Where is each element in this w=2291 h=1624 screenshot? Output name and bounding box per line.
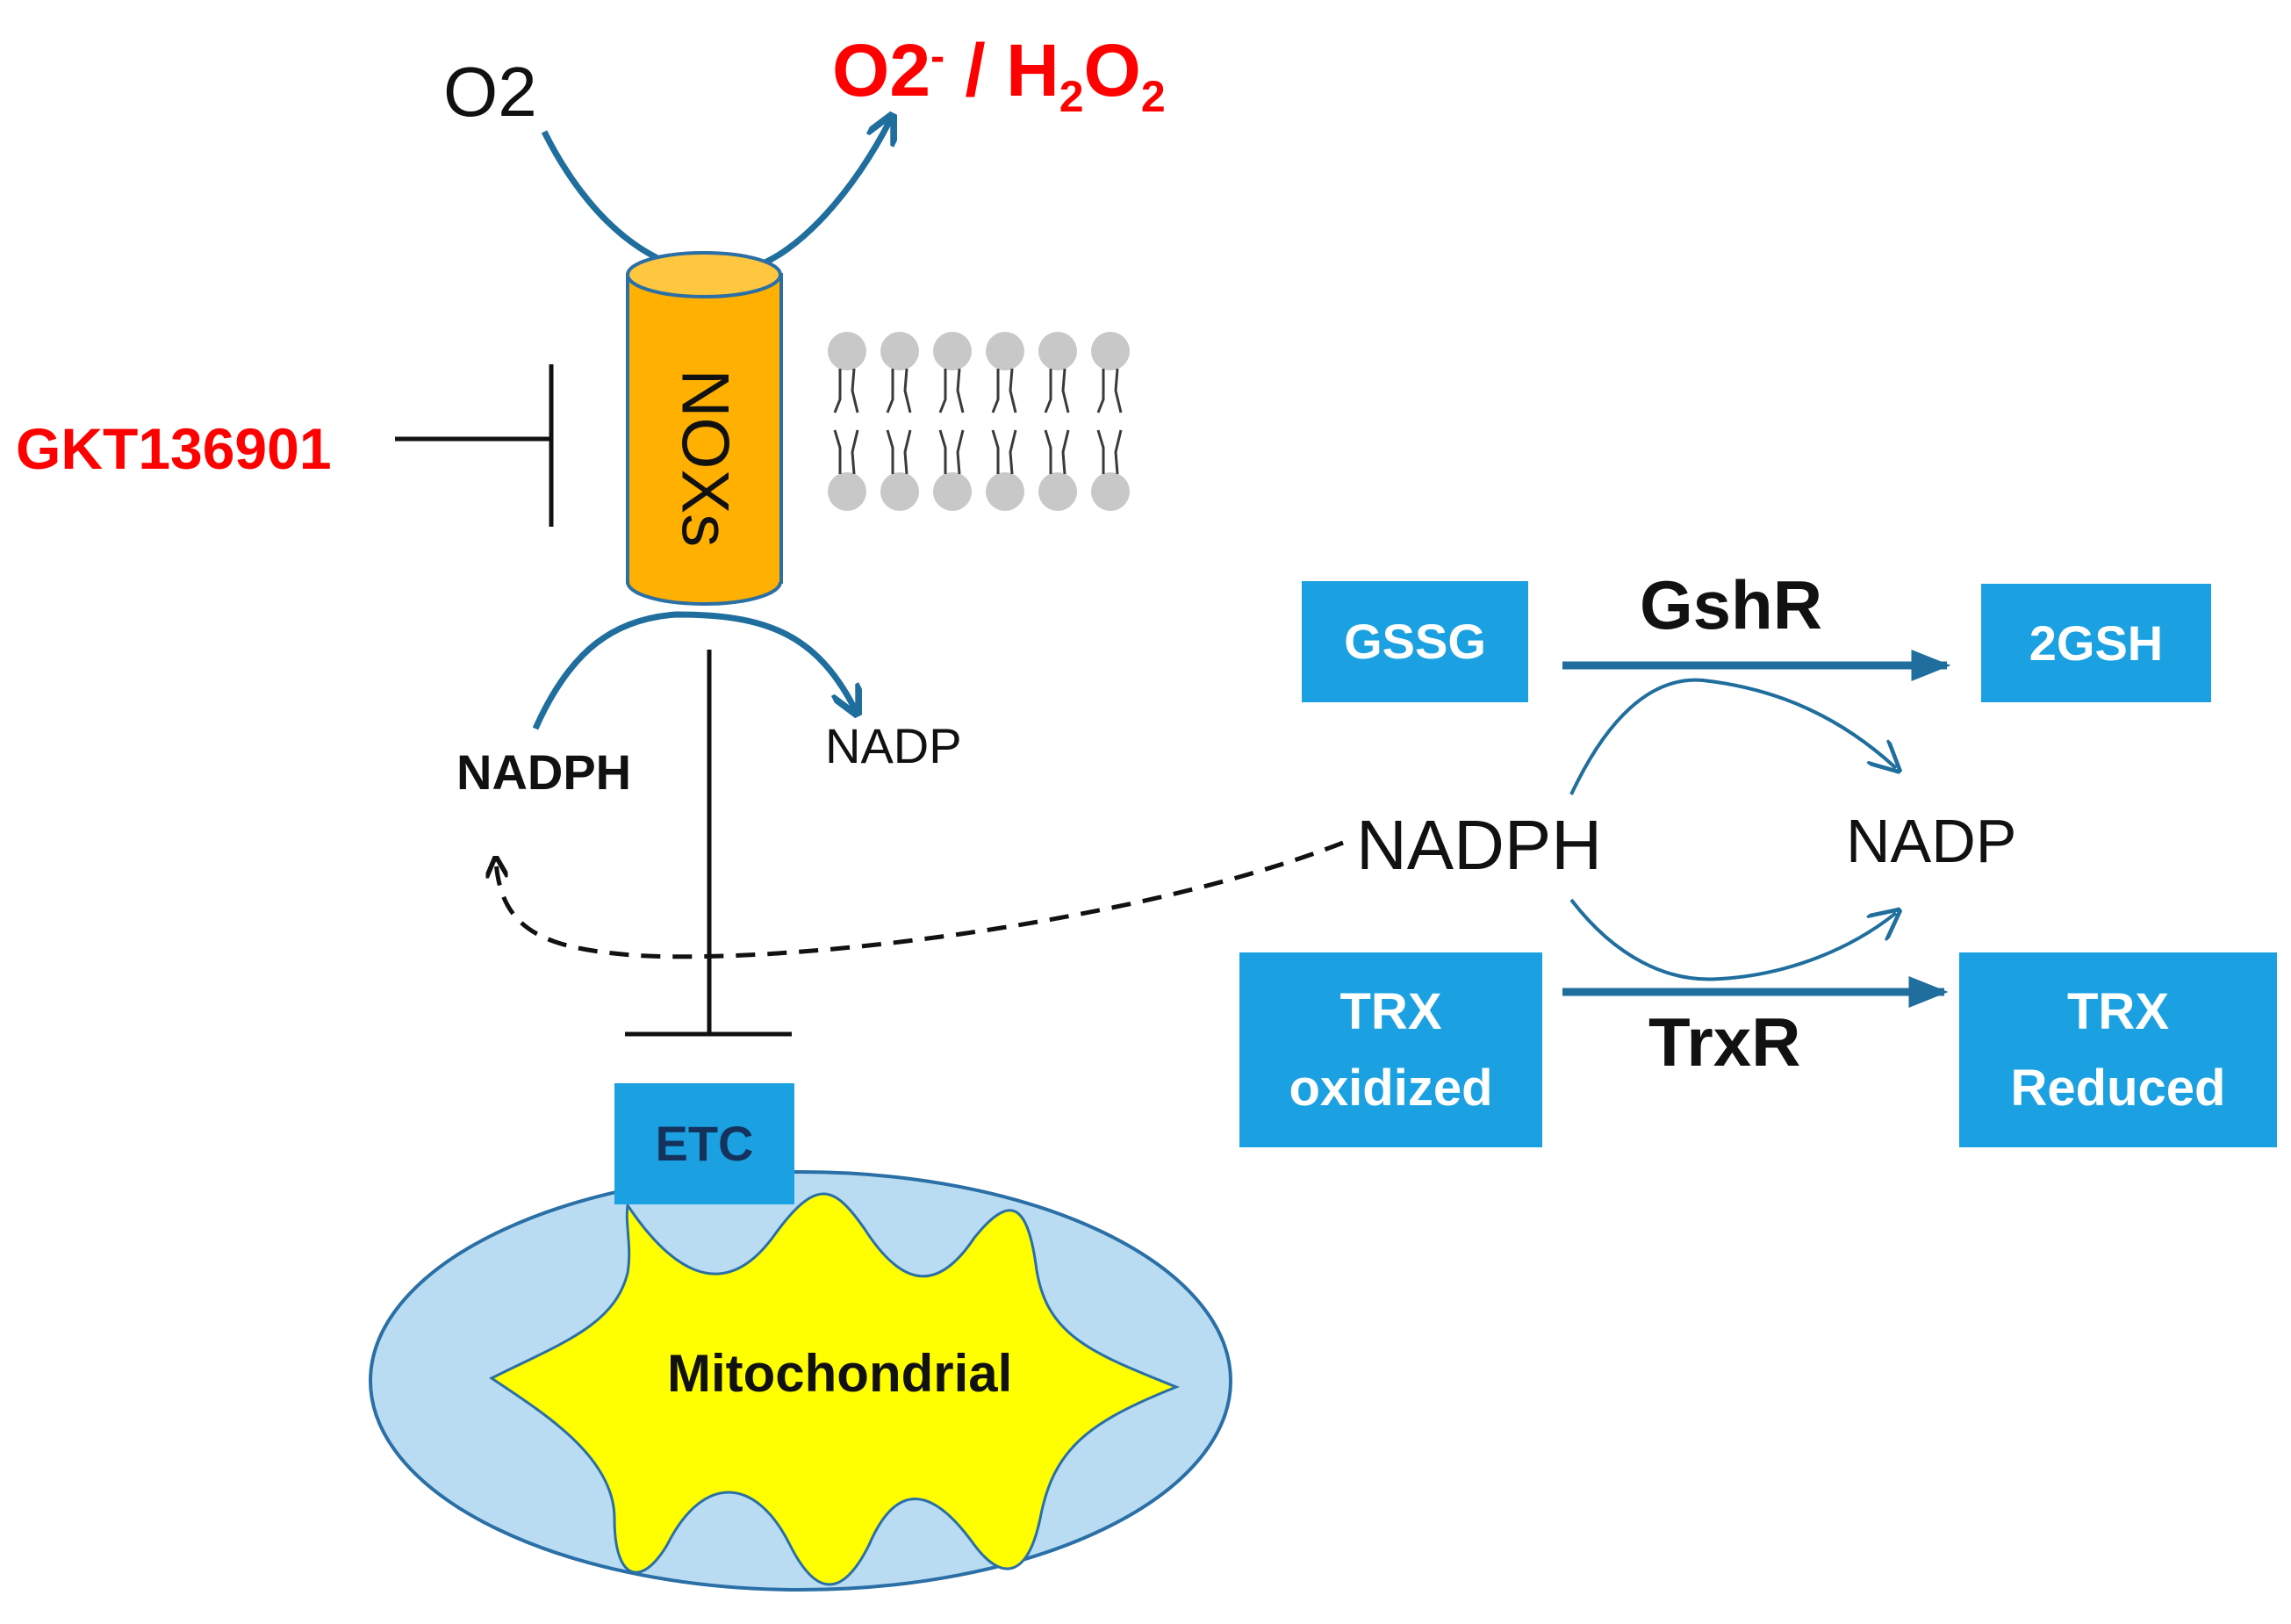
lipid-head xyxy=(880,472,919,511)
lipid-head xyxy=(828,472,866,511)
lipid-head xyxy=(986,472,1024,511)
trx-oxidized-line2: oxidized xyxy=(1289,1060,1493,1117)
lipid-tail xyxy=(991,368,1017,413)
nadph-to-nadp-lower-arrow xyxy=(1569,898,1896,981)
ros-product-label: O2- / H2O2 xyxy=(832,33,1166,119)
trx-oxidized-line1: TRX xyxy=(1339,983,1442,1040)
lipid-tail xyxy=(833,429,859,475)
lipid-tail xyxy=(886,368,912,413)
lipid-head xyxy=(880,332,919,370)
mitochondrial-label: Mitochondrial xyxy=(667,1344,1013,1403)
lipid-tail xyxy=(1096,368,1123,413)
nox-nadph-label: NADPH xyxy=(456,744,632,800)
nox-nadp-label: NADP xyxy=(825,718,962,773)
mitochondrion-icon xyxy=(369,1170,1232,1592)
superoxide-label: O2 xyxy=(832,29,931,111)
product-separator: / xyxy=(944,29,1007,111)
o2-label: O2 xyxy=(443,53,537,131)
nox-channel-label: NOXs xyxy=(667,369,743,548)
etc-inhibition-bar xyxy=(625,650,792,1037)
redox-nadp-label: NADP xyxy=(1846,807,2017,875)
lipid-tail xyxy=(1096,429,1123,475)
h-subscript: 2 xyxy=(1059,71,1084,121)
gssg-box: GSSG xyxy=(1302,581,1528,702)
h-label: H xyxy=(1006,29,1059,111)
nadph-supply-dashed-arrow xyxy=(496,840,1344,959)
nadph-to-nadp-upper-arrow xyxy=(1569,678,1896,795)
lipid-tail xyxy=(938,429,965,475)
gsh-label: 2GSH xyxy=(2029,614,2164,671)
lipid-tail xyxy=(886,429,912,475)
lipid-bilayer-icon xyxy=(828,332,1130,511)
mito-cristae xyxy=(489,1192,1181,1586)
lipid-tail xyxy=(1044,429,1070,475)
lipid-head xyxy=(1038,332,1077,370)
trx-reduced-line2: Reduced xyxy=(2010,1060,2226,1117)
etc-box: ETC xyxy=(614,1083,794,1204)
trx-reduced-line1: TRX xyxy=(2067,983,2169,1040)
trx-reduced-box: TRX Reduced xyxy=(1959,952,2277,1147)
gkt136901-label: GKT136901 xyxy=(16,416,332,481)
lipid-head xyxy=(933,332,972,370)
lipid-head xyxy=(986,332,1024,370)
trxr-label: TrxR xyxy=(1648,1003,1801,1081)
lipid-tail xyxy=(1044,368,1070,413)
inhibition-bar xyxy=(395,364,554,527)
o-subscript: 2 xyxy=(1140,71,1166,121)
gsh-box: 2GSH xyxy=(1981,584,2211,702)
lipid-tail xyxy=(938,368,965,413)
lipid-head xyxy=(1091,332,1130,370)
etc-label: ETC xyxy=(655,1116,754,1171)
gssg-label: GSSG xyxy=(1344,614,1486,669)
lipid-head xyxy=(933,472,972,511)
nadph-to-nadp-arrow xyxy=(532,611,856,730)
nox-cylinder xyxy=(626,251,783,606)
lipid-tail xyxy=(833,368,859,413)
lipid-head xyxy=(1038,472,1077,511)
lipid-head xyxy=(828,332,866,370)
lipid-head xyxy=(1091,472,1130,511)
trx-oxidized-box: TRX oxidized xyxy=(1239,952,1542,1147)
o2-to-ros-arrow xyxy=(541,119,891,277)
o-label: O xyxy=(1083,29,1141,111)
lipid-tail xyxy=(991,429,1017,475)
gshr-label: GshR xyxy=(1640,566,1823,643)
superoxide-charge: - xyxy=(930,33,945,80)
redox-nadph-label: NADPH xyxy=(1356,806,1603,884)
